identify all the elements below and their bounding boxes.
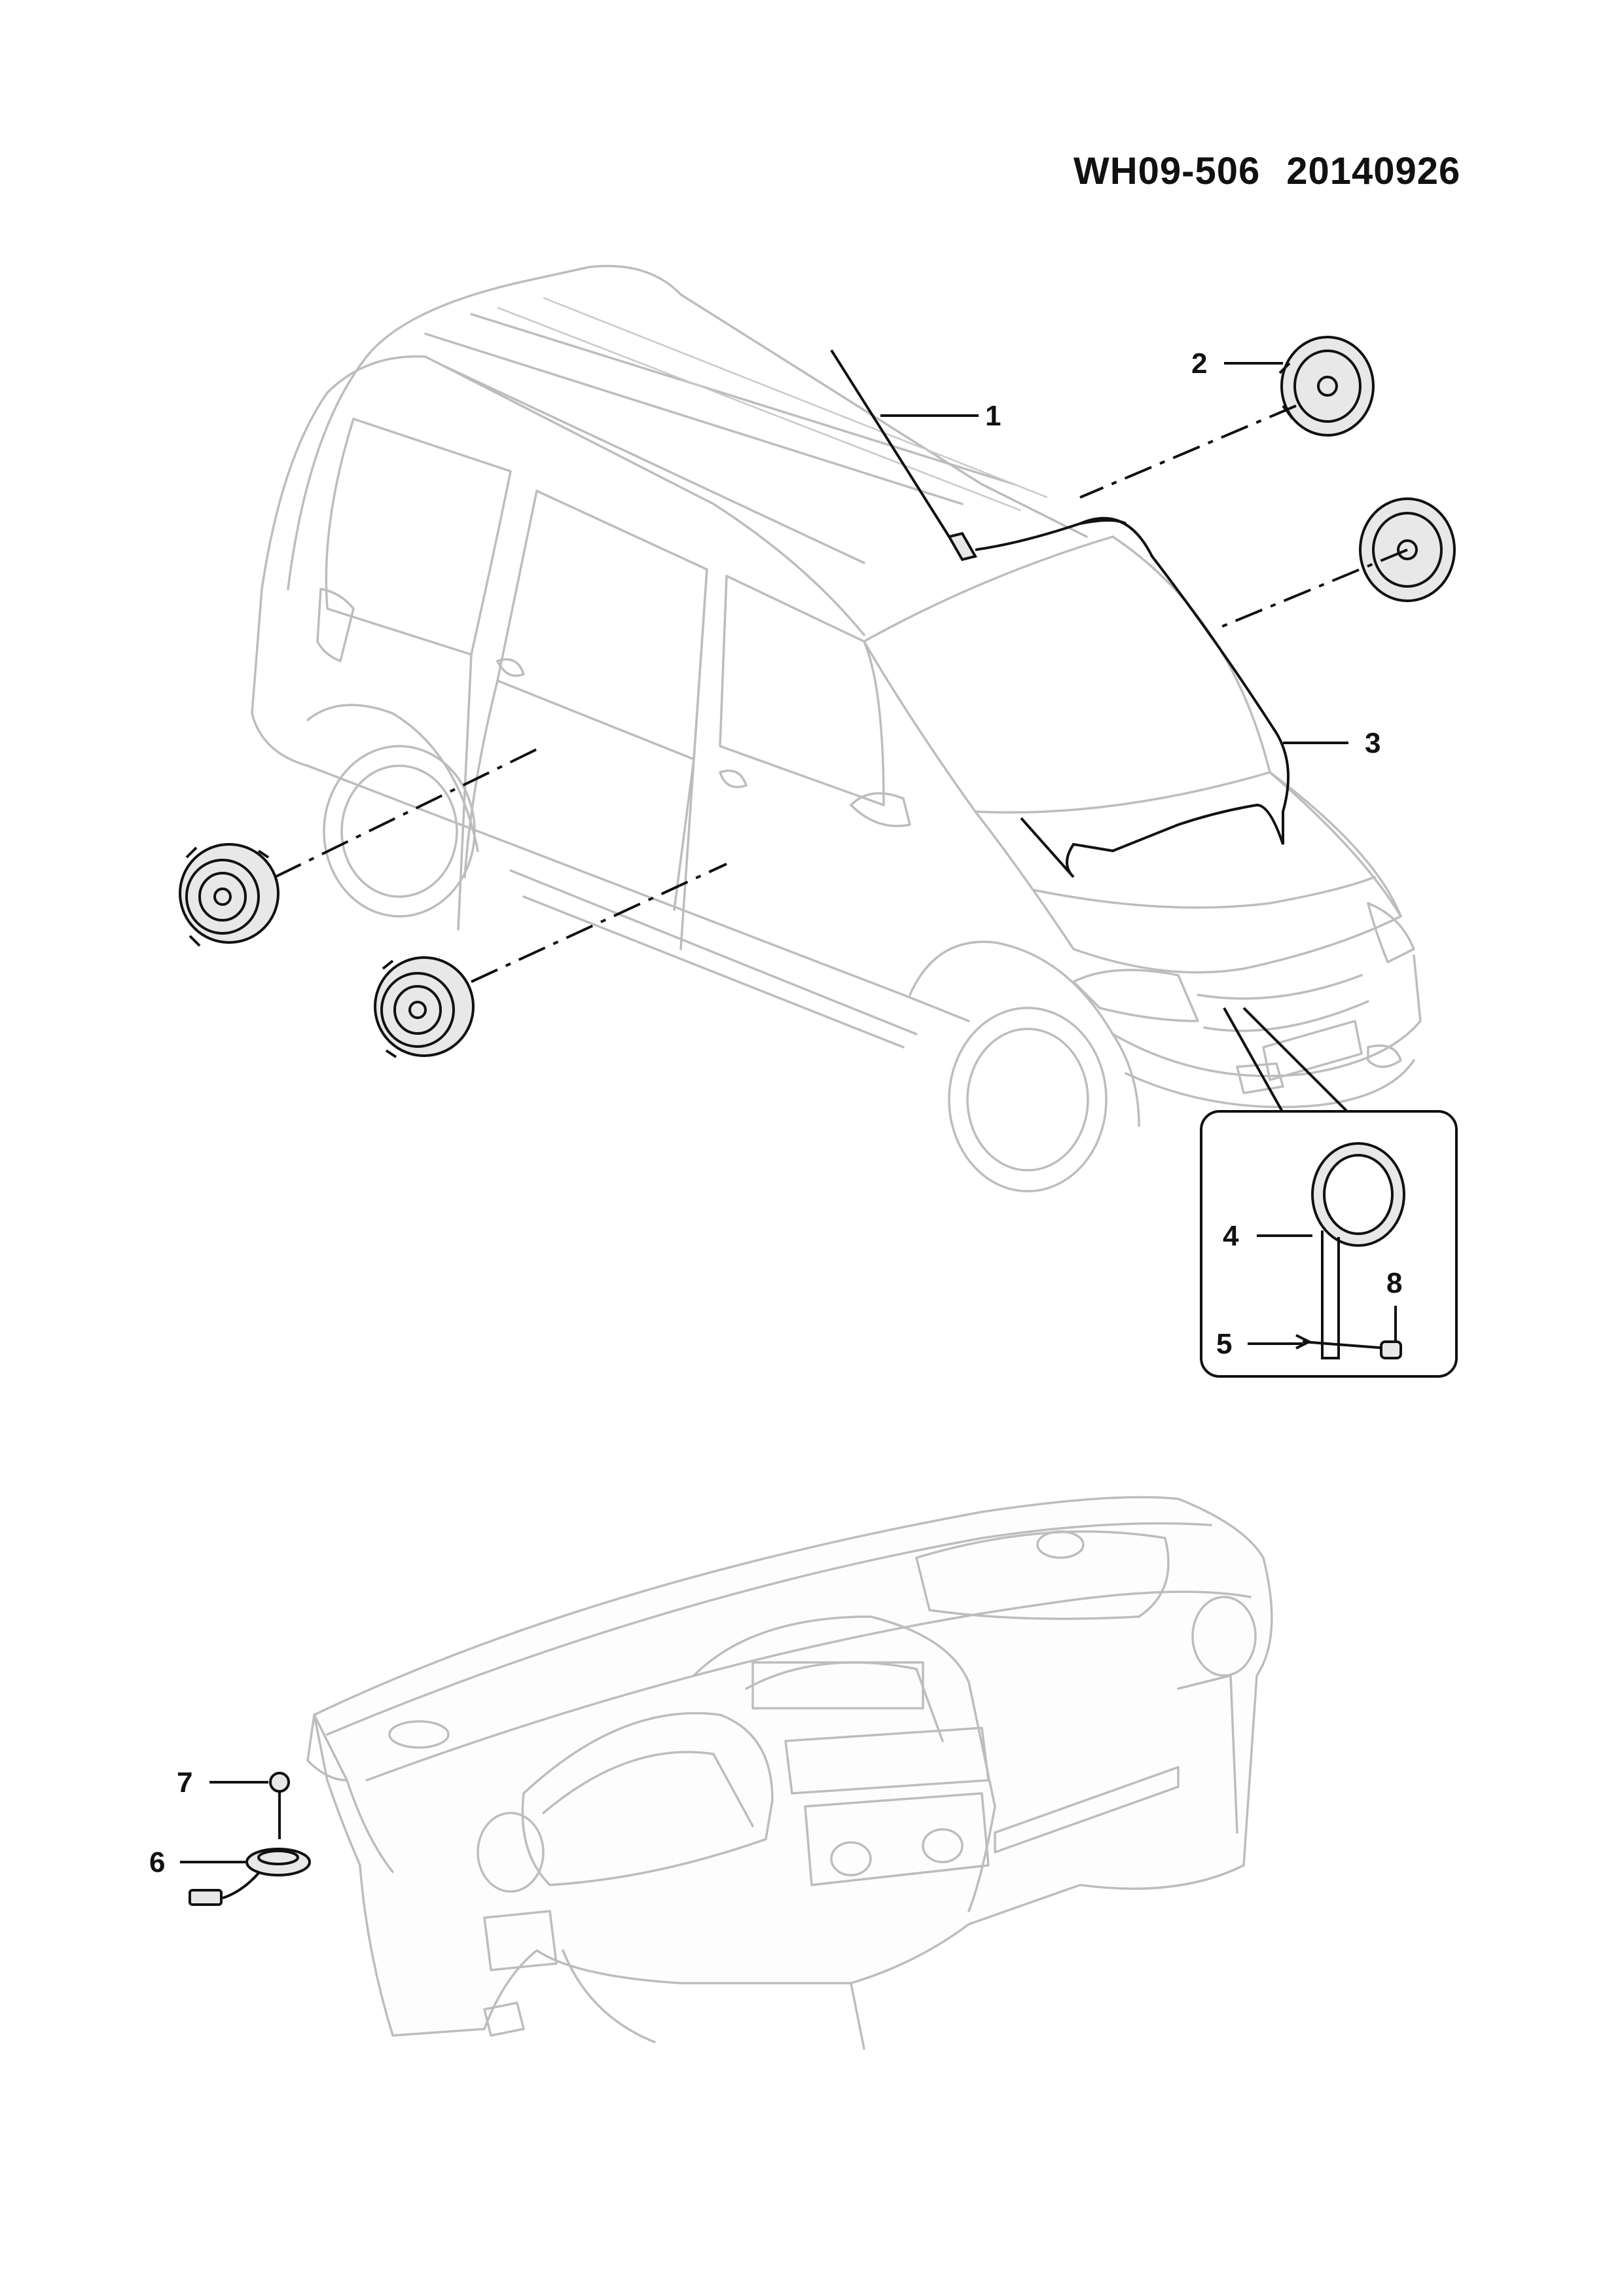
callout-8: 8 — [1386, 1267, 1402, 1340]
vehicle-outline — [251, 264, 1422, 1193]
date-code: 20140926 — [1286, 150, 1461, 192]
callout-5: 5 — [1216, 1328, 1303, 1360]
speaker-center-lines — [274, 404, 1408, 983]
door-speaker-front-left — [374, 956, 475, 1058]
callout-7: 7 — [177, 1767, 268, 1799]
callout-5-label: 5 — [1216, 1328, 1232, 1360]
callout-4: 4 — [1223, 1220, 1312, 1252]
dashboard-outline — [306, 1496, 1273, 2050]
callout-6-label: 6 — [149, 1846, 165, 1878]
diagram-title: WH09-506 20140926 — [1074, 149, 1460, 193]
callout-3: 3 — [1283, 727, 1380, 759]
callout-3-label: 3 — [1365, 727, 1380, 759]
callout-2-label: 2 — [1191, 348, 1207, 380]
part-code: WH09-506 — [1074, 150, 1261, 192]
callout-1-label: 1 — [985, 400, 1001, 432]
detail-inset-panel — [1200, 1007, 1458, 1378]
callout-6: 6 — [149, 1846, 245, 1878]
callout-4-label: 4 — [1223, 1220, 1239, 1252]
callout-2: 2 — [1191, 348, 1283, 380]
door-speaker-upper — [1278, 336, 1375, 437]
antenna-harness-cable — [1020, 516, 1290, 878]
door-speaker-rear-left — [179, 843, 280, 947]
callout-7-label: 7 — [177, 1767, 192, 1799]
dash-tweeter-assembly — [189, 1772, 311, 1906]
callout-8-label: 8 — [1386, 1267, 1402, 1299]
callout-1: 1 — [880, 400, 1001, 432]
